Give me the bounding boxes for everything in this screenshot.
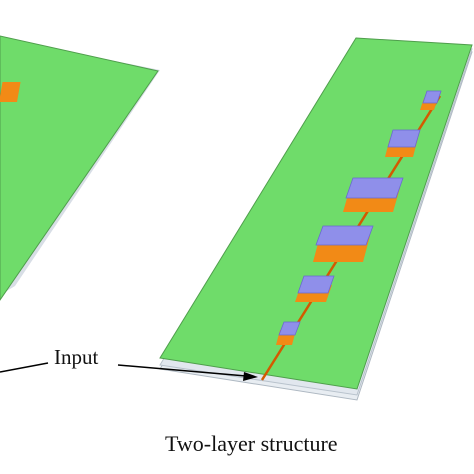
patch-4 xyxy=(343,177,404,212)
input-arrow-line xyxy=(117,364,247,377)
patch-1 xyxy=(276,321,301,345)
left-board-top xyxy=(0,35,159,301)
left-input-arrow-line xyxy=(0,362,49,373)
caption-label: Two-layer structure xyxy=(165,431,338,456)
patch-2 xyxy=(295,275,335,302)
input-label: Input xyxy=(54,345,98,369)
patch-3 xyxy=(313,225,374,262)
left-board xyxy=(0,35,160,301)
patch-6 xyxy=(420,90,442,110)
input-arrowhead xyxy=(243,372,258,381)
left-patch-1 xyxy=(0,82,21,102)
two-layer-board xyxy=(159,37,473,401)
patch-5 xyxy=(385,129,421,157)
board-top-layer xyxy=(159,37,473,390)
